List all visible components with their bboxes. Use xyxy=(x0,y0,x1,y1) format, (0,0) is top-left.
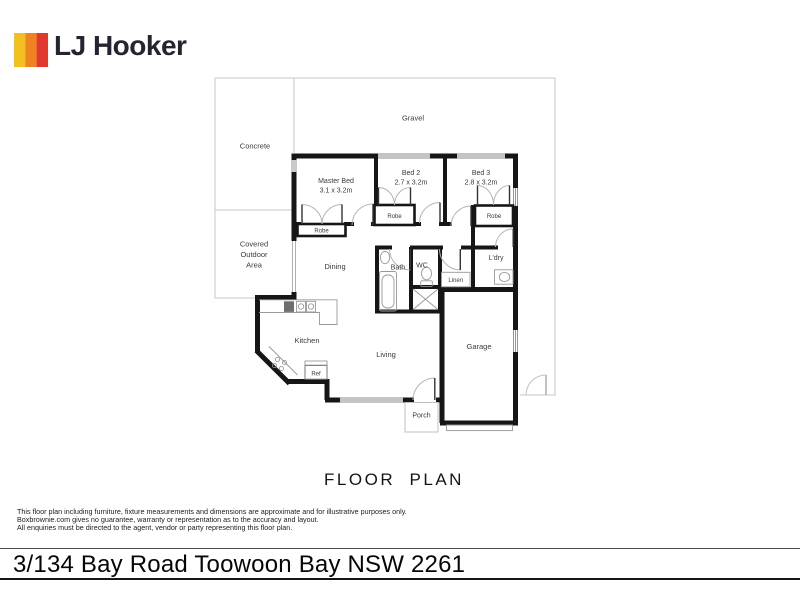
label-concrete: Concrete xyxy=(240,142,270,151)
address-divider-top xyxy=(0,548,800,549)
linen-box xyxy=(441,271,471,288)
property-boundary xyxy=(214,77,556,396)
label-bed3-dims: 2.8 x 3.2m xyxy=(465,180,498,187)
robe-closets xyxy=(296,203,515,238)
label-bed3: Bed 3 xyxy=(472,170,490,177)
property-address: 3/134 Bay Road Toowoon Bay NSW 2261 xyxy=(13,551,466,578)
label-kitchen: Kitchen xyxy=(294,336,319,345)
kitchen-sink-icon xyxy=(296,300,316,313)
label-dining: Dining xyxy=(324,262,345,271)
porch-outline xyxy=(404,402,439,433)
cooktop-icon xyxy=(271,356,288,372)
floor-plan-title: FLOOR PLAN xyxy=(324,470,464,489)
label-linen: Linen xyxy=(448,278,463,284)
label-wc: WC xyxy=(416,263,428,270)
dishwasher-icon xyxy=(284,301,294,312)
windows xyxy=(290,152,519,404)
door-leaves xyxy=(301,185,514,400)
shower-cross xyxy=(412,288,439,310)
label-master-bed: Master Bed xyxy=(318,178,354,185)
label-garage: Garage xyxy=(466,342,491,351)
label-ldry: L'dry xyxy=(489,255,504,262)
brand-wordmark: LJ Hooker xyxy=(54,30,187,61)
interior-walls xyxy=(294,154,515,314)
label-bed2: Bed 2 xyxy=(402,170,420,177)
label-master-dims: 3.1 x 3.2m xyxy=(320,188,353,195)
door-arcs xyxy=(301,185,514,401)
exterior-walls xyxy=(254,153,518,426)
logo-stripes-icon xyxy=(14,33,48,67)
disclaimer-line-1: This floor plan including furniture, fix… xyxy=(17,507,407,516)
label-ref: Ref xyxy=(311,372,321,378)
label-covered-2: Outdoor xyxy=(240,250,268,259)
disclaimer: This floor plan including furniture, fix… xyxy=(17,507,407,533)
label-covered-1: Covered xyxy=(240,240,268,249)
label-robe-master: Robe xyxy=(314,229,329,235)
label-gravel: Gravel xyxy=(402,114,424,123)
plan-labels: Gravel Concrete Covered Outdoor Area Mas… xyxy=(240,114,504,420)
disclaimer-line-2: Boxbrownie.com gives no guarantee, warra… xyxy=(17,515,319,525)
label-robe-bed3: Robe xyxy=(487,214,502,220)
label-robe-bed2: Robe xyxy=(387,214,402,220)
fridge-box xyxy=(304,364,328,380)
label-living: Living xyxy=(376,350,396,359)
logo-stripe-yellow xyxy=(14,33,26,67)
label-covered-3: Area xyxy=(246,261,263,270)
garage-door xyxy=(446,424,513,432)
label-bed2-dims: 2.7 x 3.2m xyxy=(395,180,428,187)
address-divider-bottom xyxy=(0,578,800,580)
logo-stripe-orange xyxy=(25,33,37,67)
label-bath: Bath xyxy=(391,265,406,272)
bath-fixtures xyxy=(379,250,397,312)
toilet-icon xyxy=(420,266,433,287)
fence-gate xyxy=(525,374,547,396)
disclaimer-line-3: All enquiries must be directed to the ag… xyxy=(17,523,293,533)
logo-stripe-red xyxy=(36,33,48,67)
laundry-trough-icon xyxy=(494,269,514,285)
lj-hooker-logo: LJ Hooker xyxy=(14,30,234,68)
label-porch: Porch xyxy=(412,413,430,420)
